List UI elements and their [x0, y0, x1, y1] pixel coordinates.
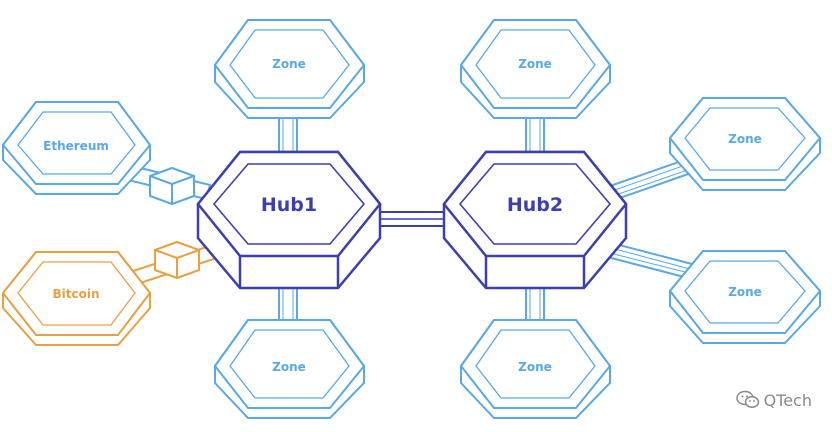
hub-2: Hub2	[442, 150, 628, 290]
zone-label: Zone	[272, 360, 306, 374]
zone-label: Zone	[272, 57, 306, 71]
chain-bitcoin: Bitcoin	[1, 251, 152, 346]
bitcoin-peg-box	[154, 240, 200, 280]
chain-label-bitcoin: Bitcoin	[52, 287, 99, 301]
watermark-text: QTech	[763, 390, 812, 410]
zone-label: Zone	[518, 57, 552, 71]
wechat-icon	[735, 390, 760, 410]
hub-1: Hub1	[196, 150, 382, 290]
zone-hub2-bottom: Zone	[459, 319, 612, 419]
zone-hub2-right-bottom: Zone	[668, 250, 822, 344]
watermark: QTech	[735, 390, 812, 410]
connector-hub1-hub2	[371, 211, 453, 227]
zone-hub2-right-top: Zone	[668, 97, 822, 191]
zone-label: Zone	[518, 360, 552, 374]
zone-hub2-top: Zone	[459, 19, 612, 119]
chain-ethereum: Ethereum	[1, 101, 152, 195]
zone-label: Zone	[728, 132, 762, 146]
chain-label-ethereum: Ethereum	[43, 139, 109, 153]
zone-label: Zone	[728, 285, 762, 299]
hub-label-2: Hub2	[507, 194, 563, 216]
hub-label-1: Hub1	[261, 194, 317, 216]
zone-hub1-bottom: Zone	[213, 319, 366, 419]
ethereum-peg-box	[149, 166, 195, 206]
zone-hub1-top: Zone	[213, 19, 366, 119]
